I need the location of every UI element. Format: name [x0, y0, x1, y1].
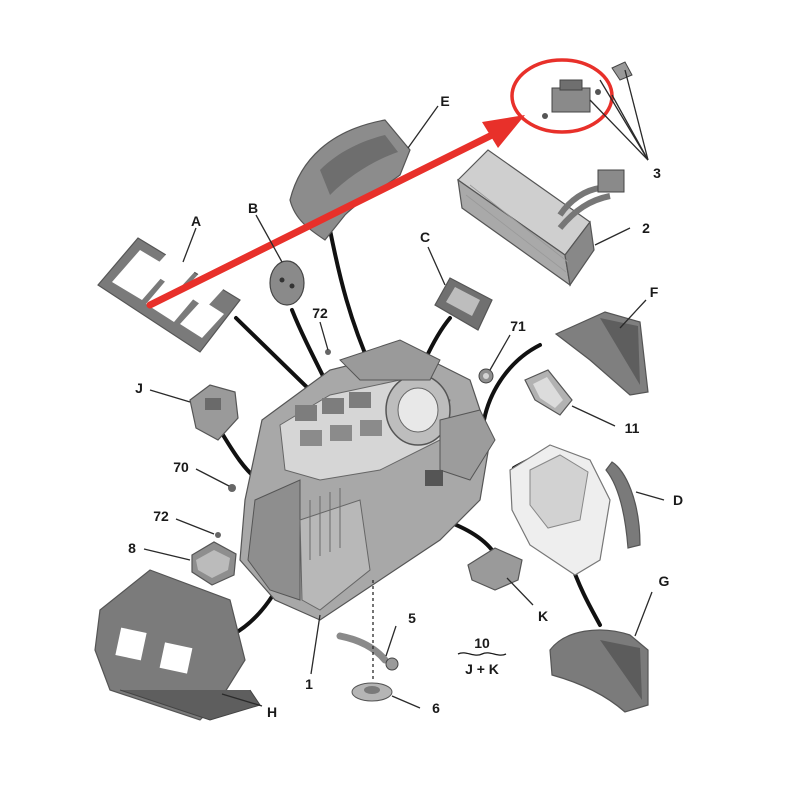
screw-72-lower [215, 532, 221, 538]
label-11: 11 [625, 420, 640, 436]
kit-contents: J + K [465, 661, 499, 677]
highlight-arrow-shaft [146, 131, 496, 309]
screws [215, 349, 331, 538]
label-b: B [248, 200, 258, 216]
label-j: J [135, 380, 143, 396]
evaporator-core-2 [457, 149, 625, 287]
connector-curves [218, 228, 602, 637]
label-70: 70 [173, 459, 189, 475]
resistor-block-8 [191, 541, 237, 586]
callout-labels: A B E C 2 3 F 71 72 J 11 70 D 72 8 K G 5… [128, 93, 683, 720]
expansion-valve-3 [542, 61, 633, 119]
leader-lines [143, 69, 665, 709]
actuator-j [189, 384, 239, 441]
duct-cover-e [289, 119, 411, 241]
kit-note: 10 J + K [457, 635, 507, 677]
label-f: F [650, 284, 659, 300]
highlight-arrow-head [482, 115, 525, 148]
label-5: 5 [408, 610, 416, 626]
bracket-k [467, 547, 523, 591]
label-d: D [673, 492, 683, 508]
hvac-housing-1 [239, 339, 496, 621]
label-2: 2 [642, 220, 650, 236]
label-8: 8 [128, 540, 136, 556]
label-h: H [267, 704, 277, 720]
curved-seal-d [605, 461, 641, 549]
label-1: 1 [305, 676, 313, 692]
disc-b [269, 260, 305, 306]
drain-hose-5 [336, 632, 399, 671]
label-g: G [659, 573, 670, 589]
gasket-11 [524, 369, 573, 416]
label-k: K [538, 608, 548, 624]
label-6: 6 [432, 700, 440, 716]
pad-c [434, 277, 493, 331]
screw-70 [228, 484, 236, 492]
label-a: A [191, 213, 201, 229]
grommet-6 [351, 682, 393, 702]
label-72-lower: 72 [153, 508, 169, 524]
label-e: E [440, 93, 449, 109]
side-housing-panel [509, 444, 611, 576]
label-71: 71 [510, 318, 526, 334]
label-3: 3 [653, 165, 661, 181]
lower-duct-g [549, 629, 649, 713]
label-c: C [420, 229, 430, 245]
kit-number: 10 [474, 635, 490, 651]
label-72-upper: 72 [312, 305, 328, 321]
screw-72-upper [325, 349, 331, 355]
side-duct-f [554, 311, 649, 396]
lower-cover-h [94, 569, 261, 721]
kit-brace [457, 652, 507, 656]
grommet-71 [478, 368, 494, 384]
